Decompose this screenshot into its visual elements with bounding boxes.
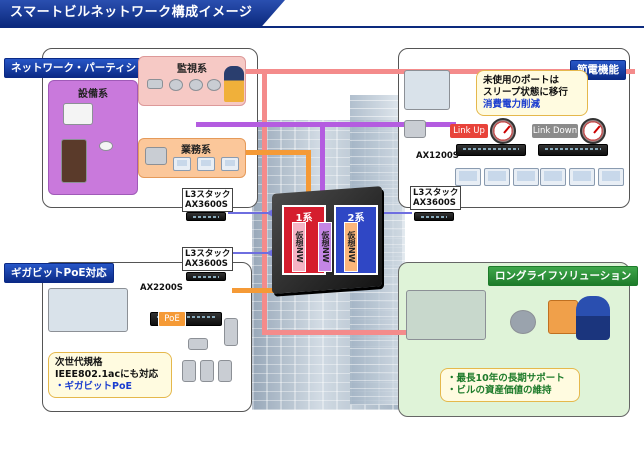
ax1200-switch-up: [456, 144, 526, 156]
pink-bottom-line: [262, 330, 412, 335]
security-guard-icon: [224, 66, 244, 102]
access-point-icon: [224, 318, 238, 346]
virtual-nw-orange: 仮想NW: [344, 222, 358, 272]
speed-gauge-icon: [580, 118, 606, 144]
longlife-callout-line2: ・ビルの資産価値の維持: [447, 385, 552, 396]
stack-name: L3スタック: [185, 190, 231, 200]
longlife-label: ロングライフソリューション: [488, 266, 639, 286]
ax1200-switch-down: [538, 144, 608, 156]
l3-switch-left-bottom: [186, 272, 226, 281]
link-arrow-icon: [266, 209, 273, 217]
longlife-callout: ・最長10年の長期サポート ・ビルの資産価値の維持: [440, 368, 580, 402]
gigabit-callout-line2: IEEE802.1acにも対応: [55, 369, 159, 380]
office-desk-icon: [406, 290, 486, 340]
pc-icon: [173, 157, 191, 171]
system-2-label: 2系: [347, 213, 365, 224]
gigabit-label: ギガビットPoE対応: [4, 263, 114, 283]
stack-model: AX3600S: [185, 200, 228, 210]
printer-icon: [404, 120, 426, 138]
l3-stack-right-label: L3スタック AX3600S: [410, 186, 462, 210]
toolbox-icon: [548, 300, 578, 334]
purple-drop-line: [320, 122, 325, 197]
facility-label: 設備系: [78, 89, 108, 100]
link-arrow-icon: [266, 249, 273, 257]
title-underline: [0, 26, 644, 28]
air-conditioner-icon: [63, 103, 93, 125]
poe-badge: PoE: [158, 311, 186, 327]
l3-stack-left-bottom-label: L3スタック AX3600S: [182, 247, 234, 271]
pc-icon: [513, 168, 539, 186]
camera-icon: [147, 79, 163, 89]
ax2200-label: AX2200S: [140, 283, 183, 293]
printer-icon: [145, 147, 167, 165]
gigabit-callout-line1: 次世代規格: [55, 357, 103, 368]
orange-bottom-line: [232, 288, 280, 293]
ax1200-label: AX1200S: [416, 151, 459, 161]
camera-icon: [188, 338, 208, 350]
phone-icon: [200, 360, 214, 382]
orange-drop-line: [306, 150, 311, 195]
support-engineer-icon: [576, 296, 610, 340]
pc-icon: [455, 168, 481, 186]
monitoring-label: 監視系: [177, 64, 207, 75]
sensor-icon: [99, 141, 113, 151]
link-down-badge: Link Down: [532, 124, 578, 138]
power-callout-line2: スリープ状態に移行: [483, 87, 568, 98]
dome-camera-icon: [189, 79, 203, 91]
stack-name: L3スタック: [413, 188, 459, 198]
gigabit-callout: 次世代規格 IEEE802.1acにも対応 ・ギガビットPoE: [48, 352, 172, 398]
dome-camera-icon: [169, 79, 183, 91]
l3-switch-right: [414, 212, 454, 221]
pink-drop-line: [262, 69, 267, 334]
pc-icon: [484, 168, 510, 186]
business-label: 業務系: [181, 145, 211, 156]
office-desk-icon: [404, 70, 450, 110]
stack-link-left-top: [228, 212, 273, 214]
stack-model: AX3600S: [413, 198, 456, 208]
facility-link-line: [196, 122, 456, 127]
stack-name: L3スタック: [185, 249, 231, 259]
elevator-icon: [61, 139, 87, 183]
phone-icon: [182, 360, 196, 382]
dome-camera-icon: [207, 79, 221, 91]
power-callout-line3: 消費電力削減: [483, 99, 541, 110]
facility-group: 設備系: [48, 80, 138, 195]
power-callout-line1: 未使用のポートは: [483, 75, 560, 86]
stack-link-right: [382, 212, 412, 214]
link-up-badge: Link Up: [450, 124, 488, 138]
pc-icon: [598, 168, 624, 186]
power-callout: 未使用のポートは スリープ状態に移行 消費電力削減: [476, 70, 588, 116]
pc-icon: [540, 168, 566, 186]
phone-icon: [218, 360, 232, 382]
pc-icon: [221, 157, 239, 171]
stack-model: AX3600S: [185, 259, 228, 269]
wrench-gear-icon: [510, 310, 536, 334]
pc-icon: [569, 168, 595, 186]
business-group: 業務系: [138, 138, 246, 178]
speed-gauge-icon: [490, 118, 516, 144]
l3-stack-left-top-label: L3スタック AX3600S: [182, 188, 234, 212]
pc-icon: [197, 157, 215, 171]
virtual-nw-purple: 仮想NW: [318, 222, 332, 272]
stack-link-left-bottom: [228, 252, 273, 254]
system-1-label: 1系: [295, 213, 313, 224]
gigabit-callout-line3: ・ギガビットPoE: [55, 381, 132, 392]
virtual-nw-pink: 仮想NW: [292, 222, 306, 272]
l3-switch-left-top: [186, 212, 226, 221]
business-link-line: [196, 150, 311, 155]
longlife-callout-line1: ・最長10年の長期サポート: [447, 373, 565, 384]
partition-label: ネットワーク・パーティション: [4, 58, 165, 78]
office-desk-icon: [48, 288, 128, 332]
page-title: スマートビルネットワーク構成イメージ: [0, 0, 285, 26]
